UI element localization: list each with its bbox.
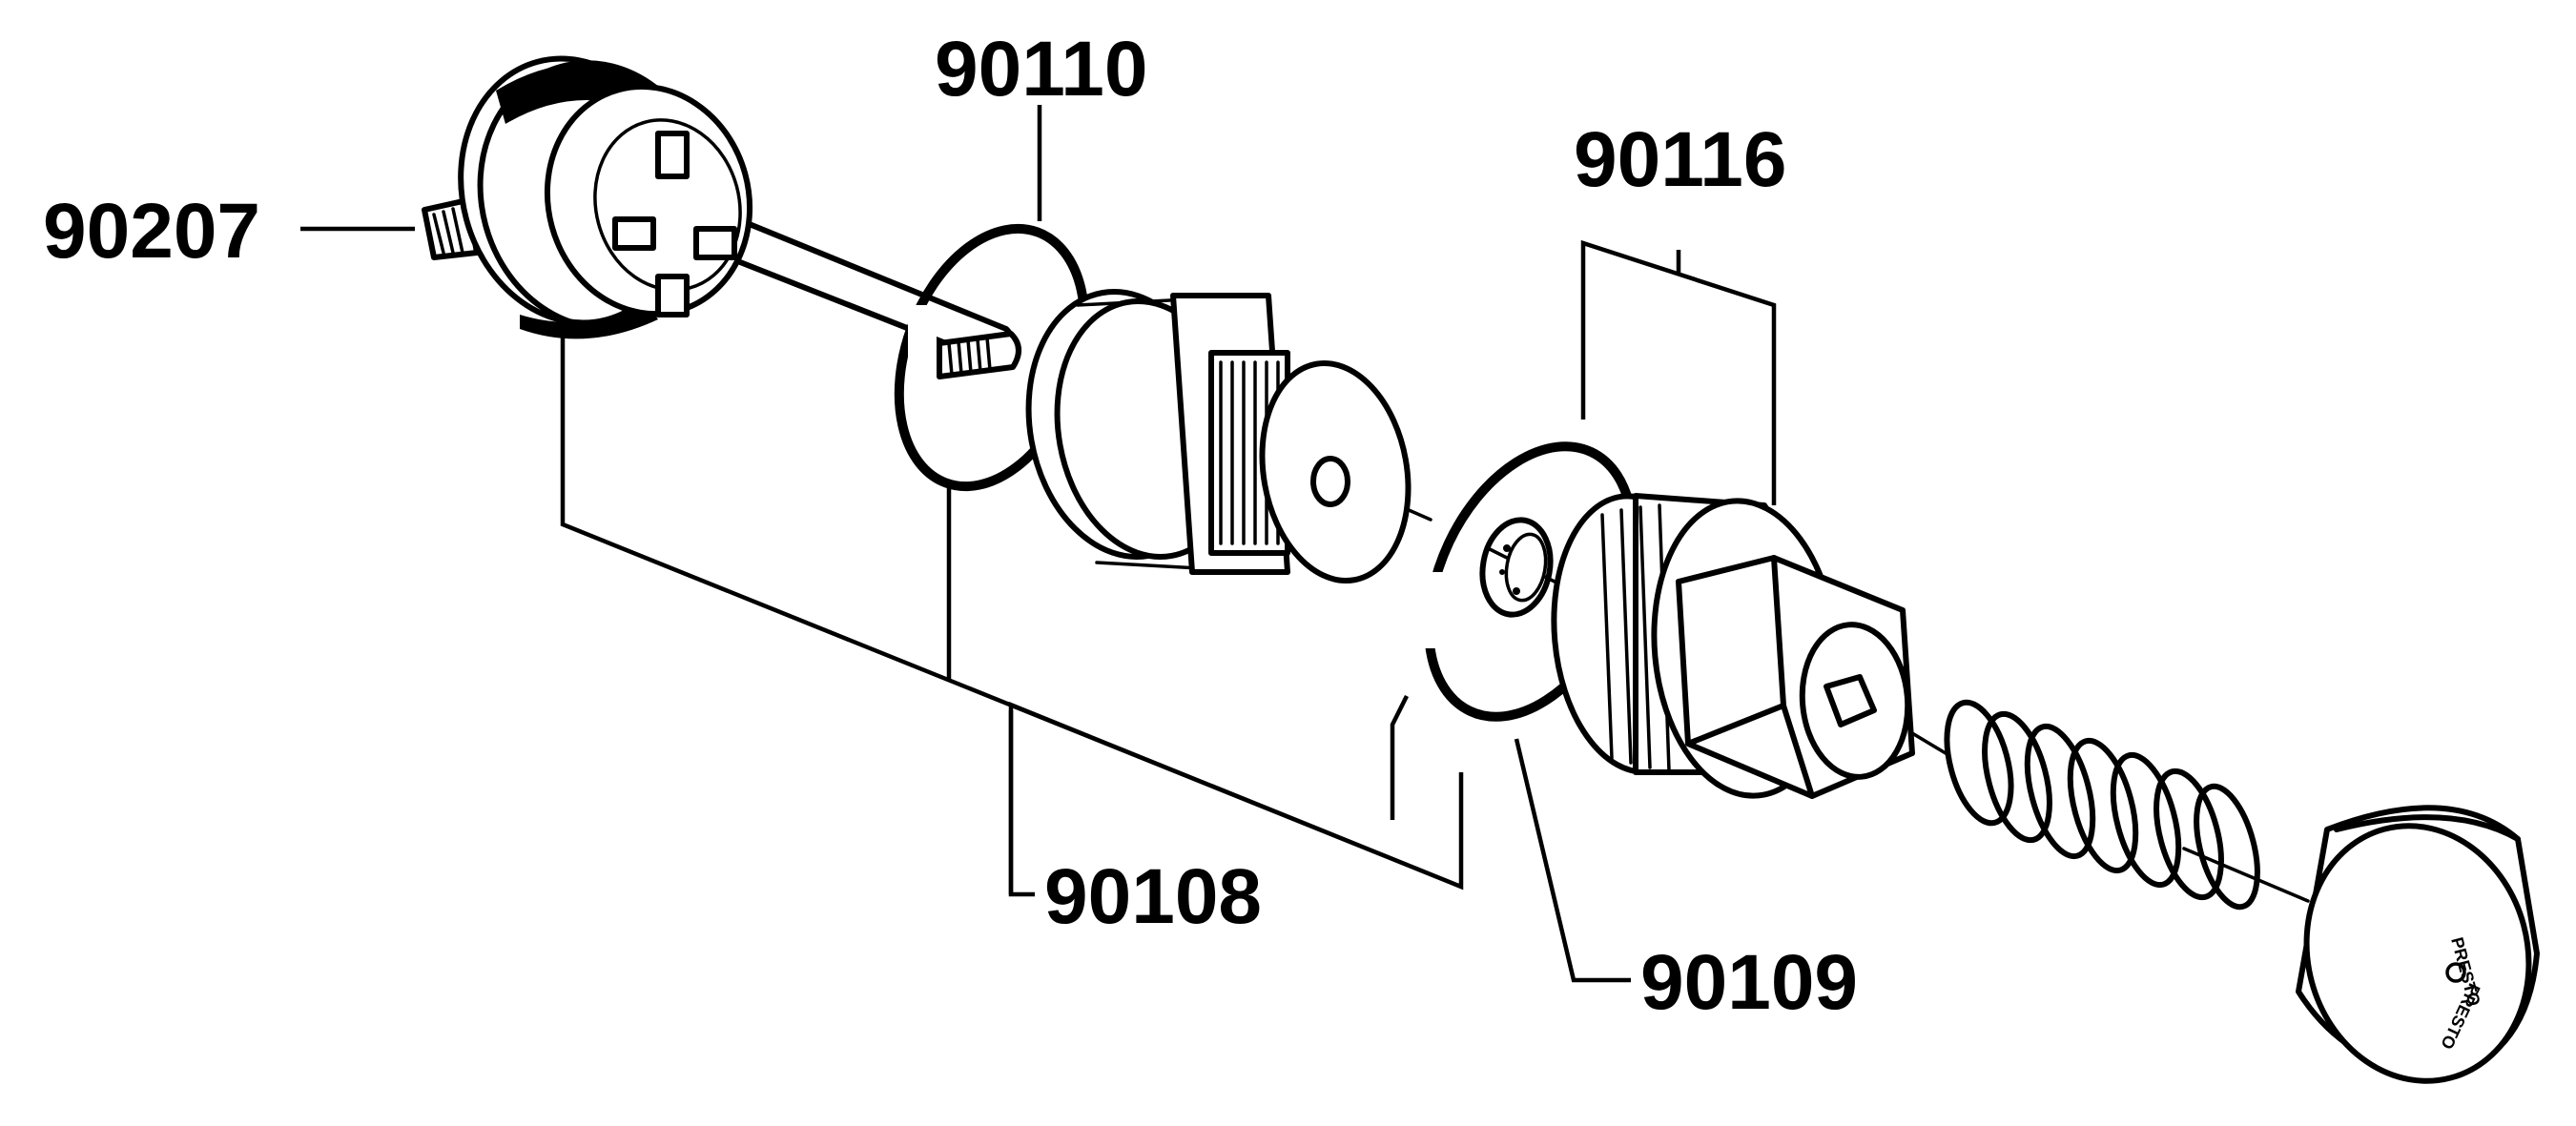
threaded-pin (937, 331, 1021, 379)
coil-spring (1944, 699, 2260, 911)
hex-nut-body (1551, 493, 1915, 799)
part-label-90207: 90207 (43, 188, 260, 275)
end-cap: PRESTO PRESTO (2296, 805, 2540, 1084)
leader-lines (300, 105, 1777, 983)
leader-90116 (1580, 239, 1777, 505)
button-head-part (422, 55, 1017, 370)
part-label-90109: 90109 (1640, 939, 1858, 1026)
cartridge-body (1025, 289, 1412, 583)
leader-90109 (1514, 738, 1631, 983)
part-labels: 90207 90110 90116 90108 90109 (43, 26, 1858, 1026)
part-label-90116: 90116 (1574, 116, 1787, 203)
part-label-90108: 90108 (1044, 853, 1262, 940)
small-seal (1479, 517, 1554, 618)
part-label-90110: 90110 (935, 26, 1148, 113)
thread-rings (1600, 503, 1671, 772)
